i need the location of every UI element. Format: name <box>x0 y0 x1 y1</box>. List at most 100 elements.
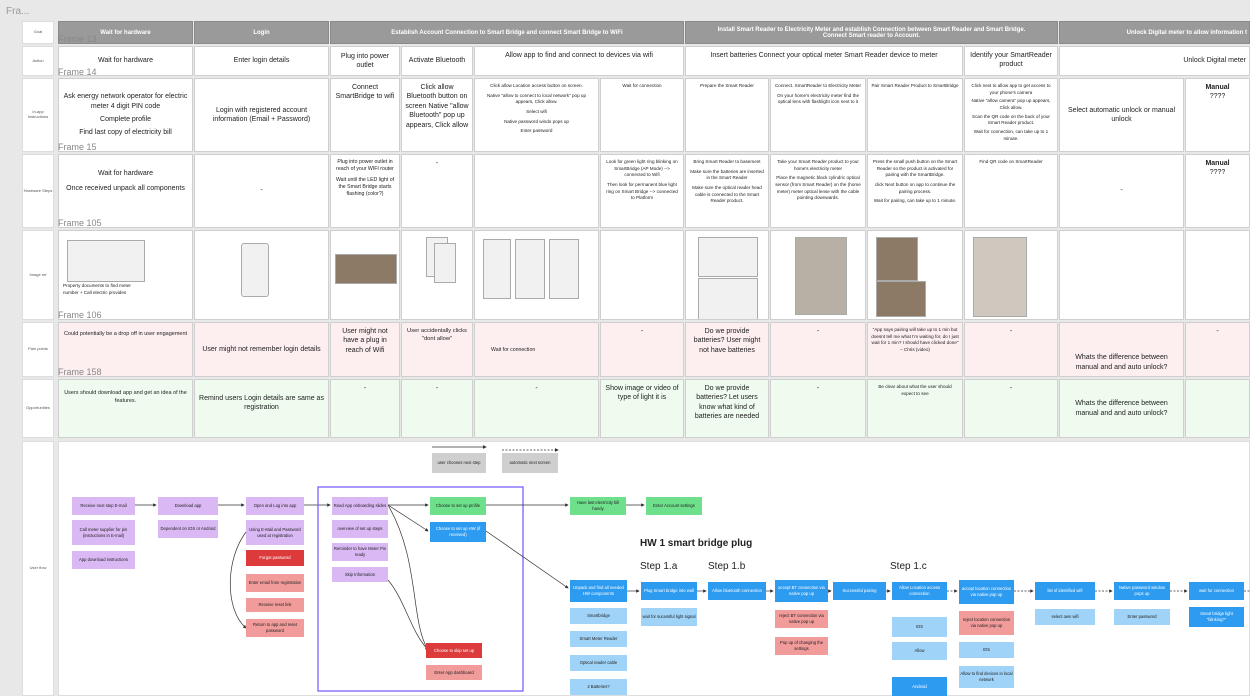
flow-dashboard: Enter App dashboard <box>426 665 482 680</box>
flow-accept-location: accept location connection via native po… <box>959 580 1014 604</box>
action-login: Enter login details <box>194 46 329 76</box>
flow-wait-connection: wait for connection <box>1189 582 1244 600</box>
action-wifi: Allow app to find and connect to devices… <box>474 46 684 76</box>
wifi-screen-1 <box>483 239 511 299</box>
flow-smartbridge: Smartbridge <box>570 608 627 624</box>
frame-label-106: Frame 106 <box>58 310 102 320</box>
frame-label-15: Frame 15 <box>58 142 97 152</box>
hw-press-button: Press the small push button on the Smart… <box>867 154 963 228</box>
flow-section-title: HW 1 smart bridge plug <box>640 538 753 549</box>
hw-bluetooth: - <box>401 154 473 228</box>
hw-select: - <box>1059 154 1184 228</box>
plug-photo <box>335 254 397 284</box>
row-label-action: Action <box>22 46 54 76</box>
pain-dash-3: - <box>964 322 1058 377</box>
image-cell-pairing <box>867 230 963 320</box>
step-1c: Step 1.c <box>890 561 927 572</box>
opp-login: Remind users Login details are same as r… <box>194 379 329 438</box>
image-cell-empty <box>600 230 684 320</box>
flow-forgot-password: Forgot password <box>246 550 304 566</box>
flow-setup-hw: Choose to set up HW (if received) <box>430 522 486 542</box>
opp-dash-5: - <box>964 379 1058 438</box>
qr-photo <box>973 237 1027 317</box>
flow-dependent-os: Dependent on IOS or Android <box>158 520 218 538</box>
image-cell-wifi <box>474 230 599 320</box>
instr-wait-connection: Wait for connection <box>600 78 684 152</box>
hw-light-ring: Look for green light ring blinking on Sm… <box>600 154 684 228</box>
flow-select-wifi: select own wifi <box>1035 609 1095 625</box>
documents-photo <box>67 240 145 282</box>
instr-bluetooth: Click allow Bluetooth button on screen N… <box>401 78 473 152</box>
image-caption: Property documents to find meter number … <box>63 283 131 295</box>
flow-allow-bluetooth: Allow bluetooth connection <box>708 582 766 600</box>
flow-download-app: Download app <box>158 497 218 515</box>
flow-overview: overview of set up steps <box>332 520 388 538</box>
opp-empty <box>1185 379 1250 438</box>
flow-android: Android <box>892 677 947 696</box>
row-label-instructions: In-app Instructions <box>22 78 54 152</box>
step-1b: Step 1.b <box>708 561 746 572</box>
goal-login: Login <box>194 21 329 44</box>
instr-pair: Pair Smart Reader Product to SmartBridge <box>867 78 963 152</box>
flow-plug-bridge: Plug Smart bridge into wall <box>641 582 697 600</box>
image-cell-manual <box>1185 230 1250 320</box>
flow-wait-light: wait for sucessful light signal <box>641 608 697 626</box>
image-cell-login <box>194 230 329 320</box>
flow-electricity-bill: Have last electricity bill handy <box>570 497 626 515</box>
image-cell-reader <box>685 230 769 320</box>
instr-wait: Ask energy network operator for electric… <box>58 78 193 152</box>
legend-user-choice: user chooses next step <box>432 453 486 473</box>
flow-app-download-instructions: App download instructions <box>72 551 135 569</box>
hw-qr: Find QR code on SmartReader <box>964 154 1058 228</box>
user-flow-canvas <box>58 441 1250 696</box>
opp-dash-1: - <box>330 379 400 438</box>
pairing-photo-1 <box>876 237 918 281</box>
image-cell-meter <box>770 230 866 320</box>
flow-skip-info: Skip Information <box>332 567 388 582</box>
row-label-image: Image ref <box>22 230 54 320</box>
pain-dash-2: - <box>770 322 866 377</box>
pain-plug: User might not have a plug in reach of W… <box>330 322 400 377</box>
flow-receive-email: Receive next step E-mail <box>72 497 135 515</box>
frame-label-14: Frame 14 <box>58 67 97 77</box>
opp-expectations: Be clear about what the user should expe… <box>867 379 963 438</box>
flow-enter-email: Enter email from registration <box>246 574 304 592</box>
flow-using-email: Using E-Mail and Password used at regist… <box>246 520 304 545</box>
action-unlock: Unlock Digital meter <box>1059 46 1250 76</box>
instr-select-unlock: Select automatic unlock or manual unlock <box>1059 78 1184 152</box>
bluetooth-screen-2 <box>434 243 456 283</box>
login-screenshot <box>241 243 269 297</box>
goal-reader: Install Smart Reader to Electricity Mete… <box>685 21 1058 44</box>
opp-batteries: Do we provide batteries? Let users know … <box>685 379 769 438</box>
flow-onboarding: Read App onboarding slides <box>332 497 388 515</box>
pain-pairing-quote: "App says pairing will take up to 1 min … <box>867 322 963 377</box>
image-cell-plug <box>330 230 400 320</box>
goal-wait: Wait for hardware <box>58 21 193 44</box>
row-label-user-flow: User flow <box>22 441 54 696</box>
opp-light-video: Show image or video of type of light it … <box>600 379 684 438</box>
flow-reject-location: reject location connection via native po… <box>959 611 1014 635</box>
instr-login: Login with registered account informatio… <box>194 78 329 152</box>
flow-password-window: Native password window pops up <box>1114 582 1170 600</box>
pain-dash-4: - <box>1185 322 1250 377</box>
opp-download: Users should download app and get an ide… <box>58 379 193 438</box>
flow-accept-bt: accept BT connection via native pop up <box>775 580 828 602</box>
pairing-photo-2 <box>876 281 926 317</box>
flow-batteries: 2 Batteries? <box>570 679 627 695</box>
row-label-pain: Pain points <box>22 322 54 377</box>
opp-dash-2: - <box>401 379 473 438</box>
image-cell-unlock <box>1059 230 1184 320</box>
flow-bridge-light: Smart bridge light "blinking?" <box>1189 607 1244 627</box>
action-bluetooth: Activate Bluetooth <box>401 46 473 76</box>
action-batteries: Insert batteries Connect your optical me… <box>685 46 963 76</box>
hw-empty <box>474 154 599 228</box>
opp-dash-3: - <box>474 379 599 438</box>
instr-connect-reader: Connect. SmartReader to Electricity Mete… <box>770 78 866 152</box>
step-1a: Step 1.a <box>640 561 678 572</box>
flow-list-wifi: list of identified wifi <box>1035 582 1095 600</box>
instr-prepare: Prepare the Smart Reader <box>685 78 769 152</box>
flow-ios-2: IOS <box>959 642 1014 658</box>
instr-location: Click allow Location access button on sc… <box>474 78 599 152</box>
